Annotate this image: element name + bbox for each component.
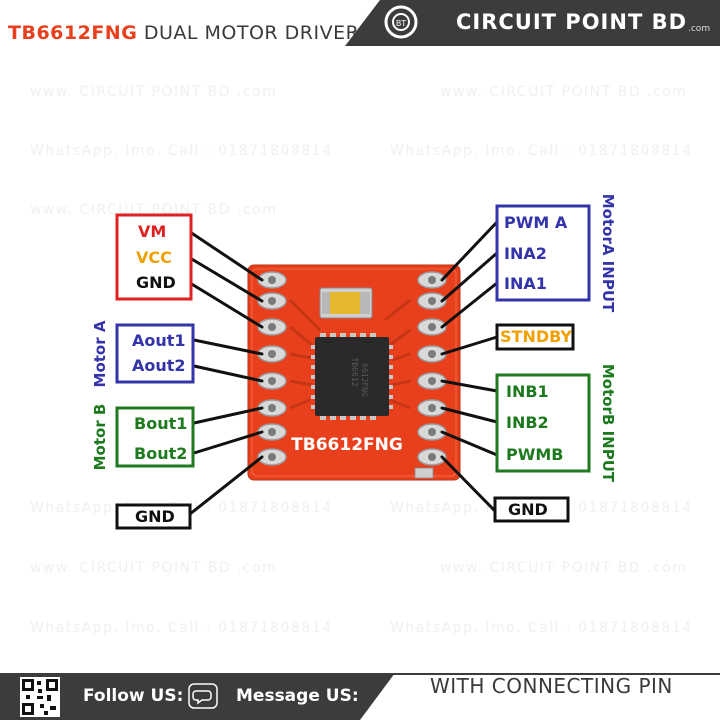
power-box (115, 213, 193, 301)
motor-b-box (115, 406, 195, 468)
pin-label-pwma: PWM A (504, 213, 568, 232)
watermark-text: www. CIRCUIT POINT BD .com (30, 84, 278, 100)
page-title: TB6612FNG DUAL MOTOR DRIVER (8, 22, 359, 44)
pin-label-gnd: GND (136, 273, 176, 292)
pin-label-inb1: INB1 (506, 382, 549, 401)
logo-icon: BT (384, 5, 418, 39)
pin-label-ina1: INA1 (504, 274, 547, 293)
follow-us-label: Follow US: (83, 686, 184, 706)
group-label-motor-a: Motor A (91, 320, 109, 388)
pin-label-aout1: Aout1 (132, 331, 186, 350)
title-part-1: TB6612FNG (8, 22, 138, 44)
driver-chip: TB6612 6612FNG (311, 333, 393, 420)
watermark-text: WhatsApp. Imo. Call : 01871808814 (30, 620, 333, 636)
pin-wires-right (440, 220, 499, 513)
driver-board: TB6612 6612FNG TB6612FNG (247, 264, 461, 481)
pin-label-bout1: Bout1 (134, 414, 188, 433)
watermark-text: www. CIRCUIT POINT BD .com (440, 84, 688, 100)
tagline: WITH CONNECTING PIN (430, 674, 673, 698)
capacitor (319, 287, 373, 319)
watermark-text: WhatsApp. Imo. Call : 01871808814 (390, 143, 693, 159)
pin-label-ina2: INA2 (504, 244, 547, 263)
pin-label-aout2: Aout2 (132, 356, 186, 375)
pin-label-vcc: VCC (136, 248, 172, 267)
motor-a-input-box (495, 204, 591, 302)
watermark-text: www. CIRCUIT POINT BD .com (30, 560, 278, 576)
brand-suffix: .com (688, 24, 711, 34)
chat-icon[interactable] (188, 683, 218, 709)
chip-marking: 6612FNG (360, 363, 369, 397)
gnd-right-box (493, 496, 570, 523)
pin-label-gnd-left: GND (135, 507, 175, 526)
qr-code-icon (20, 677, 60, 717)
title-part-2: DUAL MOTOR DRIVER (137, 22, 360, 44)
motor-a-box (115, 323, 195, 384)
footer-bar (0, 673, 720, 720)
pin-label-gnd-right: GND (508, 500, 548, 519)
watermark-text: www. CIRCUIT POINT BD .com (440, 560, 688, 576)
pin-wires-left (188, 230, 264, 516)
group-label-motor-a-input: MotorA INPUT (599, 193, 617, 313)
group-label-motor-b-input: MotorB INPUT (599, 363, 617, 483)
pin-label-pwmb: PWMB (506, 445, 564, 464)
pin-label-vm: VM (138, 222, 167, 241)
standby-box (495, 323, 575, 351)
brand-name: CIRCUIT POINT BD (456, 10, 688, 34)
svg-text:BT: BT (396, 19, 406, 28)
pin-label-bout2: Bout2 (134, 444, 188, 463)
header-background (345, 0, 720, 46)
message-us-label: Message US: (236, 686, 359, 706)
pin-label-standby: STNDBY (500, 327, 573, 346)
pin-label-inb2: INB2 (506, 413, 549, 432)
motor-b-input-box (495, 373, 591, 473)
chip-marking: TB6612 (350, 358, 359, 387)
board-label: TB6612FNG (291, 435, 403, 455)
header-bar: TB6612FNG DUAL MOTOR DRIVER BT CIRCUIT P… (0, 0, 720, 46)
group-label-motor-b: Motor B (91, 403, 109, 471)
watermark-text: www. CIRCUIT POINT BD .com (30, 202, 278, 218)
gnd-left-box (115, 503, 192, 530)
watermark-text: WhatsApp. Imo. Call : 01871808814 (30, 143, 333, 159)
watermark-text: WhatsApp. Imo. Call : 01871808814 (390, 620, 693, 636)
